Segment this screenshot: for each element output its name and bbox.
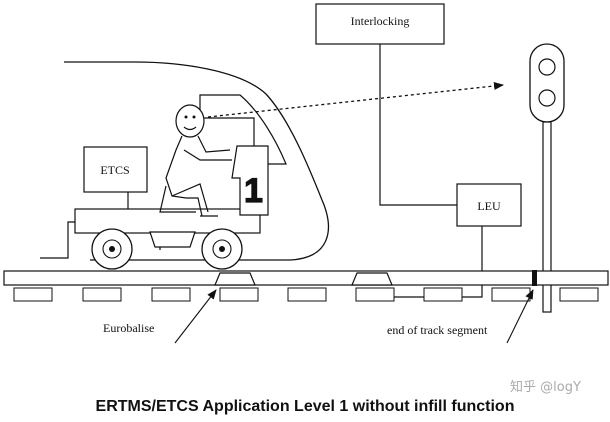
eurobalise-pointer — [174, 289, 217, 344]
signal-head — [529, 43, 565, 123]
sleeper — [355, 287, 395, 302]
balise-antenna — [149, 231, 196, 248]
signal-mast — [542, 121, 552, 313]
train-wheel-right — [201, 228, 243, 270]
sleeper — [423, 287, 463, 302]
sleeper — [491, 287, 531, 302]
sleeper — [219, 287, 259, 302]
interlocking-label: Interlocking — [351, 14, 410, 28]
cab-number: 1 — [244, 172, 263, 210]
interlocking-leu-wire — [379, 44, 457, 206]
signal — [529, 43, 565, 313]
leu-label: LEU — [477, 199, 501, 213]
train-body — [64, 61, 329, 261]
signal-lamp-lower — [538, 89, 556, 107]
sleeper — [151, 287, 191, 302]
track-rail — [3, 270, 609, 286]
sleeper — [287, 287, 327, 302]
train-driver — [159, 104, 232, 217]
train-cable — [40, 221, 75, 259]
end-of-track-segment-marker — [532, 270, 537, 286]
sleeper — [13, 287, 53, 302]
sleeper — [82, 287, 122, 302]
etcs-box — [83, 146, 148, 193]
eurobalise-switchable — [351, 272, 393, 286]
end-of-track-segment-label: end of track segment — [387, 323, 488, 337]
etcs-label: ETCS — [100, 163, 129, 177]
train-wheel-left — [91, 228, 133, 270]
driver-head — [175, 104, 205, 138]
end-of-track-segment-pointer — [506, 289, 534, 344]
sleeper — [559, 287, 599, 302]
signal-lamp-upper — [538, 58, 556, 76]
leu-box — [456, 183, 522, 227]
eurobalise-label: Eurobalise — [103, 321, 154, 335]
sleepers — [13, 287, 599, 302]
watermark: 知乎 @logY — [510, 379, 581, 395]
line-of-sight-arrow — [207, 81, 504, 118]
interlocking-box — [315, 3, 445, 45]
leu-balise-wire — [371, 226, 483, 298]
train-underframe — [74, 208, 261, 234]
diagram-caption: ERTMS/ETCS Application Level 1 without i… — [96, 398, 515, 415]
eurobalise-fixed — [214, 272, 256, 286]
driver-console — [231, 145, 269, 216]
